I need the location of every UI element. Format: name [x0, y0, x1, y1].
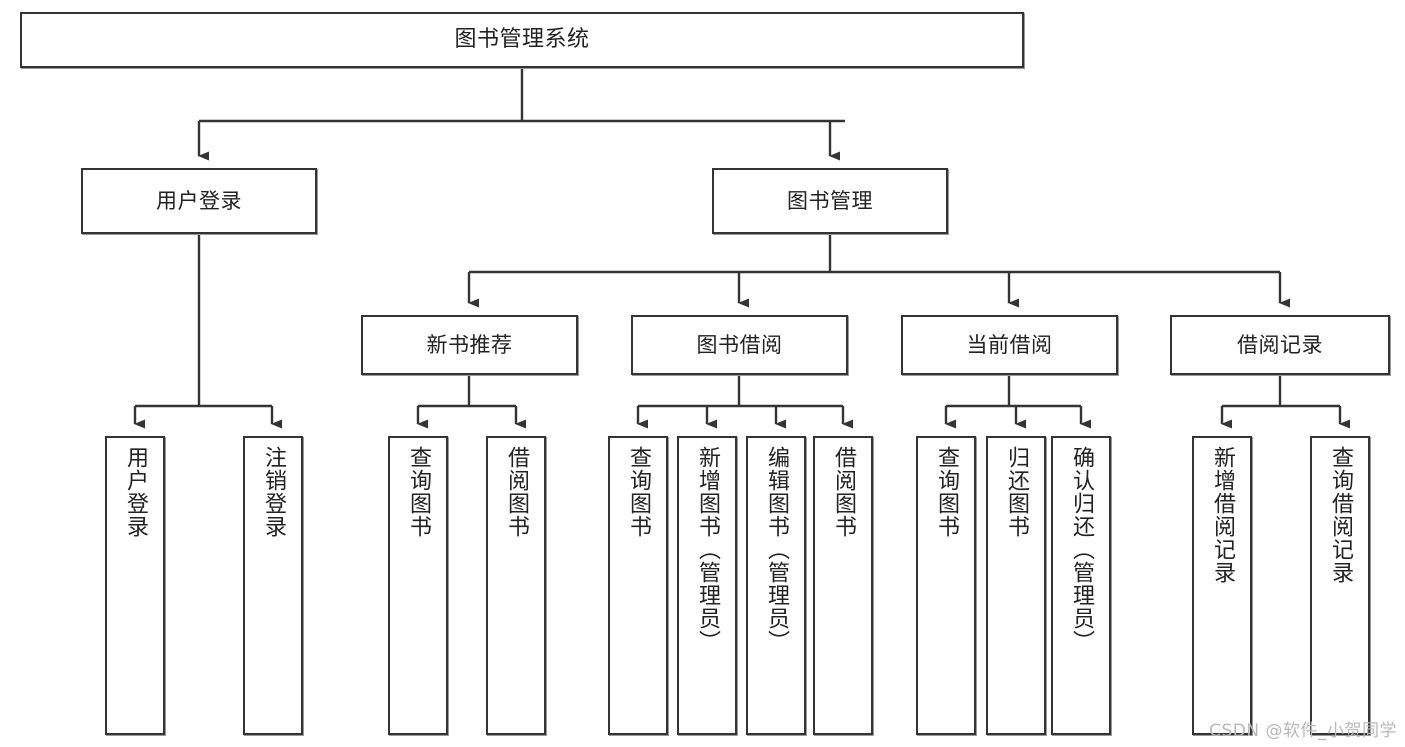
node-book-borrow-label: 图书借阅 [696, 332, 783, 357]
node-leaf-edit-book-label: 编辑图书（管理员） [764, 446, 789, 653]
node-leaf-user-login-label: 用户登录 [123, 446, 148, 538]
node-leaf-query-record-label: 查询借阅记录 [1328, 446, 1353, 584]
node-book-manage-label: 图书管理 [787, 188, 873, 213]
node-user-login[interactable]: 用户登录 [81, 168, 317, 234]
node-current-borrow-label: 当前借阅 [966, 332, 1053, 357]
node-borrow-record-label: 借阅记录 [1237, 332, 1323, 357]
node-book-borrow[interactable]: 图书借阅 [631, 315, 848, 375]
node-leaf-borrow-book-label: 借阅图书 [831, 446, 856, 538]
node-leaf-query-book-recommend[interactable]: 查询图书 [388, 436, 448, 735]
node-leaf-borrow-book-recommend[interactable]: 借阅图书 [486, 436, 546, 735]
node-leaf-query-record[interactable]: 查询借阅记录 [1310, 436, 1370, 735]
node-leaf-confirm-return[interactable]: 确认归还（管理员） [1051, 436, 1111, 735]
node-borrow-record[interactable]: 借阅记录 [1170, 315, 1390, 375]
node-user-login-label: 用户登录 [156, 188, 242, 213]
node-leaf-query-book-borrow-label: 查询图书 [626, 446, 651, 538]
node-leaf-add-book-label: 新增图书（管理员） [695, 446, 720, 653]
node-leaf-user-login[interactable]: 用户登录 [105, 436, 165, 735]
node-leaf-query-book-recommend-label: 查询图书 [406, 446, 431, 538]
node-leaf-return-book-label: 归还图书 [1004, 446, 1029, 538]
node-leaf-logout-label: 注销登录 [261, 446, 286, 538]
node-leaf-query-book-borrow[interactable]: 查询图书 [608, 436, 668, 735]
node-leaf-logout[interactable]: 注销登录 [243, 436, 303, 735]
node-new-book-recommend-label: 新书推荐 [426, 332, 513, 357]
node-leaf-borrow-book[interactable]: 借阅图书 [813, 436, 873, 735]
csdn-watermark: CSDN @软件_小贺同学 [1209, 721, 1397, 741]
node-new-book-recommend[interactable]: 新书推荐 [361, 315, 578, 375]
node-leaf-edit-book[interactable]: 编辑图书（管理员） [746, 436, 806, 735]
node-leaf-add-record[interactable]: 新增借阅记录 [1192, 436, 1252, 735]
node-book-manage[interactable]: 图书管理 [712, 168, 948, 234]
node-leaf-add-book[interactable]: 新增图书（管理员） [677, 436, 737, 735]
node-leaf-confirm-return-label: 确认归还（管理员） [1069, 446, 1094, 653]
node-leaf-query-book-current-label: 查询图书 [934, 446, 959, 538]
node-leaf-return-book[interactable]: 归还图书 [986, 436, 1046, 735]
node-root[interactable]: 图书管理系统 [20, 12, 1024, 68]
node-root-label: 图书管理系统 [454, 27, 590, 53]
node-leaf-query-book-current[interactable]: 查询图书 [916, 436, 976, 735]
node-leaf-add-record-label: 新增借阅记录 [1210, 446, 1235, 584]
node-leaf-borrow-book-recommend-label: 借阅图书 [504, 446, 529, 538]
node-current-borrow[interactable]: 当前借阅 [901, 315, 1118, 375]
